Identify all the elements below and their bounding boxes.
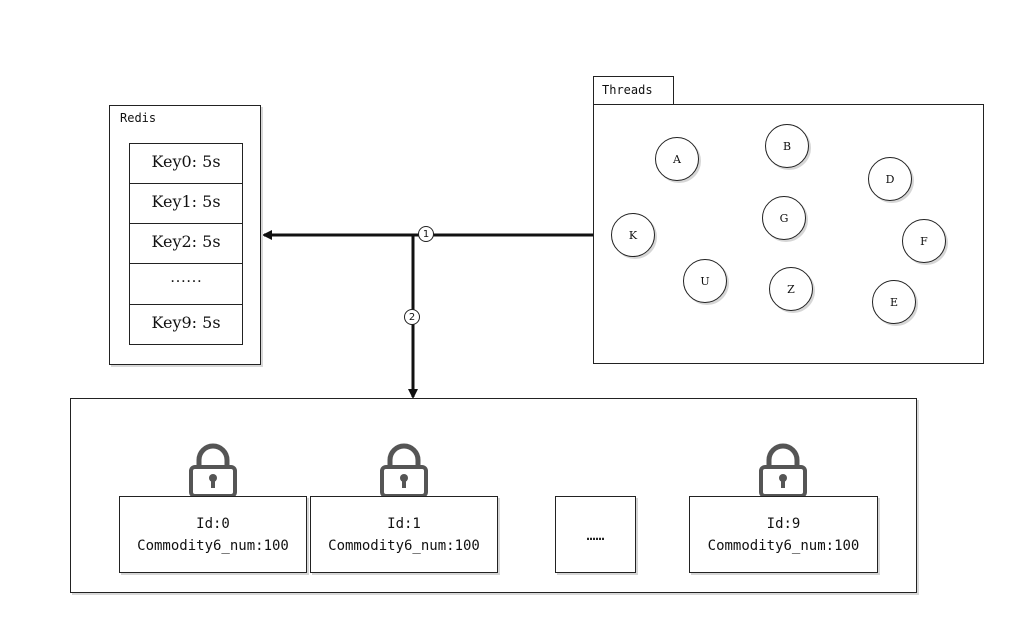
commodity-box: Id:9 Commodity6_num:100 bbox=[689, 496, 878, 573]
step-1-label: 1 bbox=[422, 228, 430, 240]
commodity-box: Id:1 Commodity6_num:100 bbox=[310, 496, 498, 573]
lock-icon bbox=[189, 443, 237, 498]
threads-tab-label: Threads bbox=[602, 83, 653, 97]
redis-title: Redis bbox=[120, 111, 157, 125]
commodity-id: Id:0 bbox=[196, 515, 230, 532]
step-1-marker: 1 bbox=[418, 226, 434, 242]
thread-node-g: G bbox=[762, 196, 806, 240]
commodity-field: Commodity6_num:100 bbox=[137, 537, 289, 554]
step-2-marker: 2 bbox=[404, 309, 420, 325]
thread-node-d: D bbox=[868, 157, 912, 201]
thread-node-b: B bbox=[765, 124, 809, 168]
commodity-id: Id:9 bbox=[766, 515, 801, 532]
lock-icon bbox=[380, 443, 428, 498]
commodity-box: Id:0 Commodity6_num:100 bbox=[119, 496, 307, 573]
step-2-label: 2 bbox=[408, 311, 416, 323]
commodity-field: Commodity6_num:100 bbox=[328, 537, 480, 554]
thread-node-f: F bbox=[902, 219, 946, 263]
commodity-field: Commodity6_num:100 bbox=[707, 537, 860, 554]
thread-node-k: K bbox=[611, 213, 655, 257]
redis-key-row: Key0: 5s bbox=[129, 143, 243, 184]
commodity-id: Id:1 bbox=[387, 515, 421, 532]
commodity-ellipsis-box: …… bbox=[555, 496, 636, 573]
thread-node-u: U bbox=[683, 259, 727, 303]
lock-icon bbox=[759, 443, 807, 498]
redis-panel: Redis Key0: 5s Key1: 5s Key2: 5s …… Key9… bbox=[109, 105, 261, 365]
commodity-ellipsis: …… bbox=[586, 525, 605, 544]
thread-node-z: Z bbox=[769, 267, 813, 311]
threads-panel: A B D K G F U Z E bbox=[593, 104, 984, 364]
redis-key-row: Key9: 5s bbox=[129, 304, 243, 345]
threads-tab: Threads bbox=[593, 76, 674, 105]
thread-node-a: A bbox=[655, 137, 699, 181]
redis-key-list: Key0: 5s Key1: 5s Key2: 5s …… Key9: 5s bbox=[129, 143, 243, 345]
thread-node-e: E bbox=[872, 280, 916, 324]
